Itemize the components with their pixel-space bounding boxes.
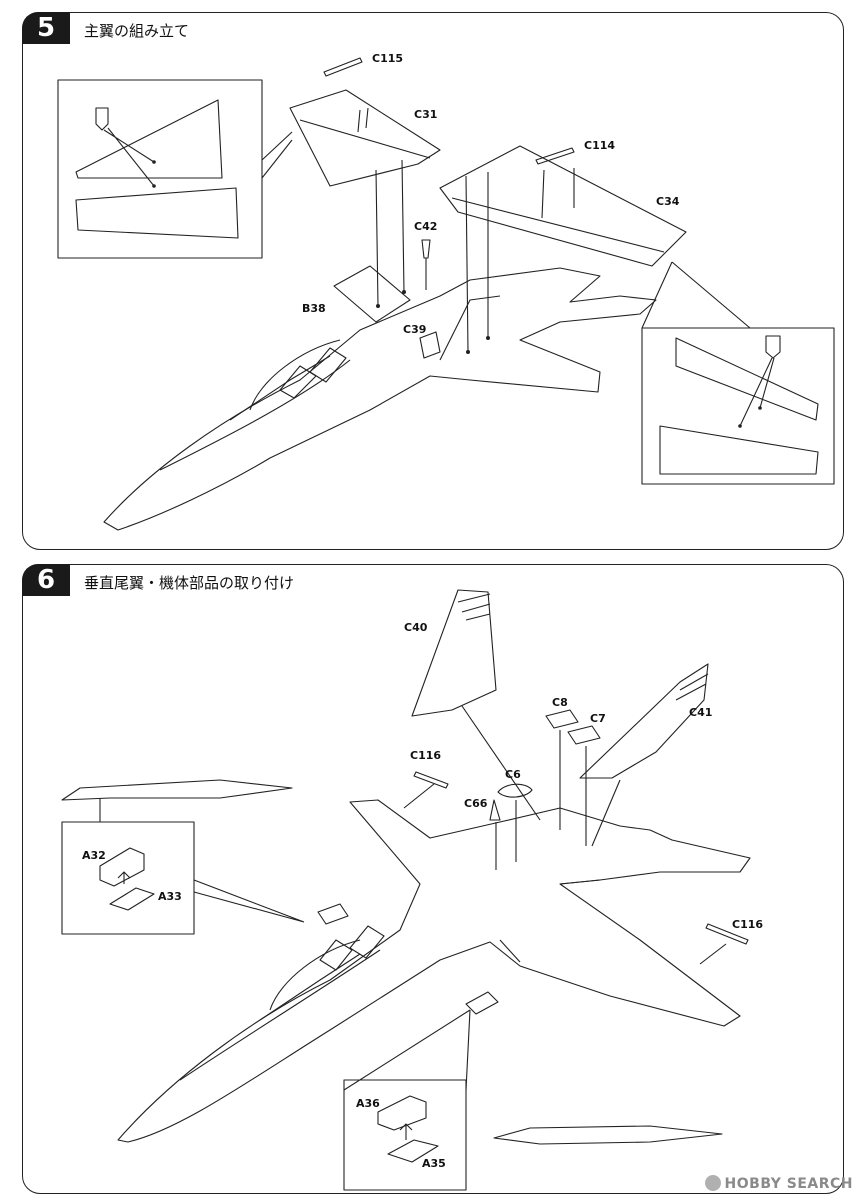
part-label-a36: A36 [356, 1097, 380, 1110]
part-label-a32: A32 [82, 849, 106, 862]
part-label-a33: A33 [158, 890, 182, 903]
step5-detail-inset-left [57, 79, 263, 259]
step-5-number: 5 [22, 12, 70, 44]
step-6-title: 垂直尾翼・機体部品の取り付け [84, 574, 295, 592]
hobby-search-logo-icon [704, 1175, 721, 1191]
part-label-c42: C42 [414, 220, 438, 233]
part-label-c6: C6 [505, 768, 521, 781]
part-label-c41: C41 [689, 706, 713, 719]
part-label-c31: C31 [414, 108, 438, 121]
part-label-c39: C39 [403, 323, 427, 336]
part-label-c116-top: C116 [410, 749, 442, 762]
part-label-c8: C8 [552, 696, 568, 709]
step-6-number: 6 [22, 564, 70, 596]
part-label-c34: C34 [656, 195, 680, 208]
step6-detail-inset-bottom [343, 1079, 467, 1191]
step6-detail-inset-left [61, 821, 195, 935]
part-label-b38: B38 [302, 302, 326, 315]
part-label-c40: C40 [404, 621, 428, 634]
step5-detail-inset-right [641, 327, 835, 485]
watermark-text: HOBBY SEARCH [724, 1176, 853, 1192]
part-label-c66: C66 [464, 797, 488, 810]
part-label-a35: A35 [422, 1157, 446, 1170]
part-label-c115: C115 [372, 52, 404, 65]
step-5-panel [22, 12, 844, 550]
part-label-c114: C114 [584, 139, 616, 152]
part-label-c7: C7 [590, 712, 606, 725]
watermark: HOBBY SEARCH [704, 1175, 853, 1192]
step-5-title: 主翼の組み立て [84, 22, 190, 40]
part-label-c116-right: C116 [732, 918, 764, 931]
